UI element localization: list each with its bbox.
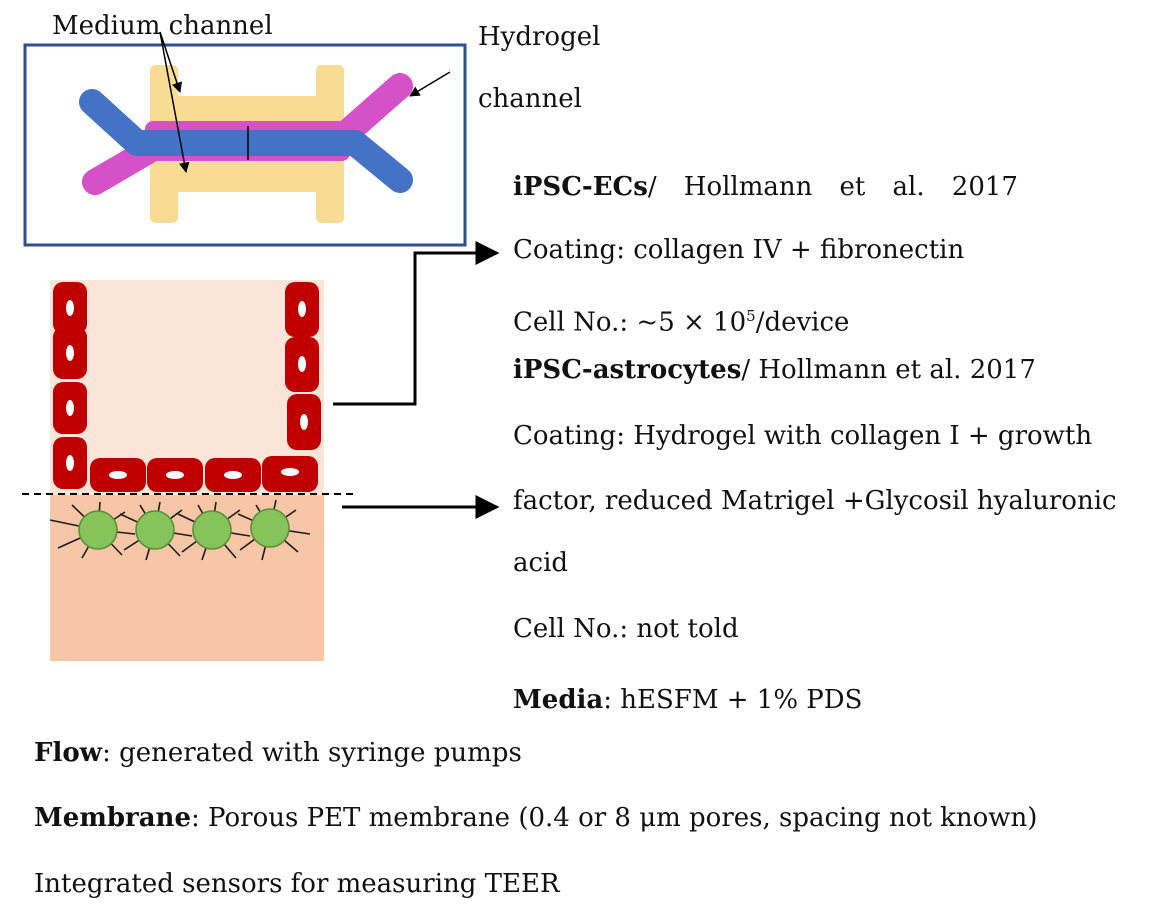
media-label: Media xyxy=(513,685,604,715)
ecs-ref-author: Hollmann xyxy=(683,172,813,202)
medium-pointer-arrow-2 xyxy=(159,31,190,174)
endothelial-cells-bottom xyxy=(90,456,318,492)
flow-value: : generated with syringe pumps xyxy=(102,738,522,768)
ec-connector-arrow xyxy=(333,241,500,406)
ecs-cellno-suffix: /device xyxy=(755,307,850,338)
astrocyte-3 xyxy=(177,501,251,561)
hydrogel-pointer-arrow xyxy=(409,71,451,97)
sensors-line: Integrated sensors for measuring TEER xyxy=(34,869,560,899)
membrane-label: Membrane xyxy=(34,803,192,833)
ecs-ref-year: 2017 xyxy=(951,172,1018,202)
ecs-cellno-exponent: 5 xyxy=(746,307,756,325)
membrane-value: : Porous PET membrane (0.4 or 8 μm pores… xyxy=(191,803,1038,833)
ecs-title: iPSC-ECs xyxy=(513,172,648,202)
astrocyte-4 xyxy=(237,499,311,561)
media-value: : hESFM + 1% PDS xyxy=(603,685,863,715)
ecs-ref-et: et xyxy=(839,172,866,202)
astro-coating-line1: Coating: Hydrogel with collagen I + grow… xyxy=(513,421,1093,451)
flow-line: Flow: generated with syringe pumps xyxy=(34,738,522,768)
astro-coating-line3: acid xyxy=(513,548,569,578)
membrane-line-text: Membrane: Porous PET membrane (0.4 or 8 … xyxy=(34,803,1037,833)
hydrogel-channel-label-line2: channel xyxy=(478,84,582,114)
flow-channel-shape xyxy=(79,89,413,193)
astrocyte-2 xyxy=(119,501,193,561)
hydrogel-channel-label-line1: Hydrogel xyxy=(478,22,601,52)
medium-pointer-arrow-1 xyxy=(159,31,182,93)
endothelial-cells-right xyxy=(285,282,321,450)
ecs-ref-al: al. xyxy=(892,172,925,202)
ecs-cell-number: Cell No.: ~5 × 105/device xyxy=(513,301,849,338)
astro-ref: / Hollmann et al. 2017 xyxy=(741,355,1036,385)
endothelial-cells-left xyxy=(53,282,87,489)
medium-channel-label: Medium channel xyxy=(52,11,273,41)
astro-heading: iPSC-astrocytes/ Hollmann et al. 2017 xyxy=(513,355,1036,385)
media-line: Media: hESFM + 1% PDS xyxy=(513,685,862,715)
astrocyte-1 xyxy=(49,501,136,559)
flow-label: Flow xyxy=(34,738,103,768)
ecs-cellno-prefix: Cell No.: ~5 × 10 xyxy=(513,307,747,338)
ecs-coating: Coating: collagen IV + fibronectin xyxy=(513,235,965,265)
ecs-slash: / xyxy=(647,172,657,202)
ecs-heading: iPSC-ECs/ Hollmann et al. 2017 xyxy=(513,172,1018,202)
astro-coating-line2: factor, reduced Matrigel +Glycosil hyalu… xyxy=(513,486,1117,516)
astro-cell-number: Cell No.: not told xyxy=(513,614,739,644)
astro-title: iPSC-astrocytes xyxy=(513,355,742,385)
astrocytes xyxy=(49,499,311,561)
